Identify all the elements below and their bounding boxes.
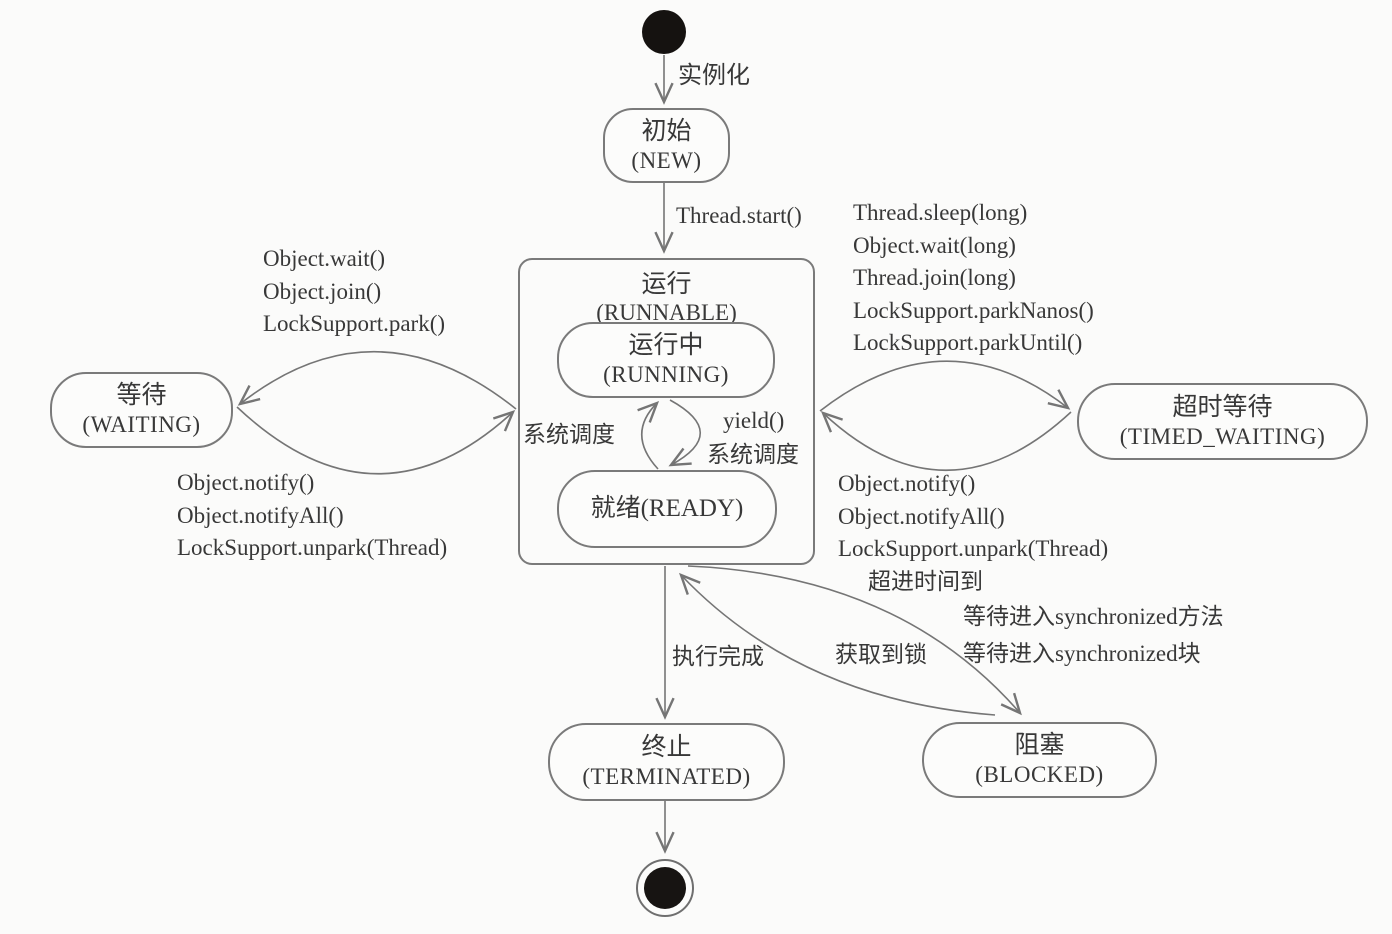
edge-runnable-to-blocked [687,565,1022,716]
edge-label-line: Object.notifyAll() [838,503,1005,529]
edge-label-line: Object.notifyAll() [177,502,344,528]
edge-ready-to-running [637,400,660,470]
state-new: 初始 (NEW) [603,108,730,183]
state-timed-waiting: 超时等待 (TIMED_WAITING) [1077,383,1368,460]
edge-label-line: Object.join() [263,278,382,304]
edge-label-to-blocked: 等待进入synchronized方法 等待进入synchronized块 [963,598,1224,672]
state-waiting-name: 等待 [116,382,167,409]
state-runnable-name: 运行 [641,271,692,298]
edge-label-timeout-reached: 超进时间到 [868,568,983,594]
edge-label-scheduler-left: 系统调度 [523,422,615,447]
edge-label-line: LockSupport.parkUntil() [853,330,1083,355]
state-running: 运行中 (RUNNING) [557,322,775,398]
edge-label-line: Object.wait() [263,246,385,271]
state-blocked: 阻塞 (BLOCKED) [922,722,1157,798]
edge-label-to-waiting: Object.wait() Object.join() LockSupport.… [263,243,445,341]
edge-label-line: LockSupport.park() [263,311,446,336]
state-new-code: (NEW) [631,147,702,173]
state-ready-label: 就绪(READY) [590,495,744,523]
state-new-name: 初始 [641,117,692,145]
edge-label-line: Object.notify() [838,471,976,496]
edge-runnable-to-waiting [237,350,517,410]
state-timed-waiting-code: (TIMED_WAITING) [1119,423,1326,449]
state-waiting-code: (WAITING) [82,412,201,438]
state-running-code: (RUNNING) [603,362,729,388]
state-blocked-name: 阻塞 [1014,732,1065,759]
state-waiting: 等待 (WAITING) [50,372,233,448]
edge-blocked-to-runnable [678,572,996,716]
edge-label-execution-complete: 执行完成 [672,644,764,669]
edge-label-from-waiting: Object.notify() Object.notifyAll() LockS… [177,467,447,565]
state-blocked-code: (BLOCKED) [975,762,1104,788]
edge-label-line: Thread.join(long) [853,265,1016,290]
edge-timed-waiting-to-runnable [820,411,1072,472]
edge-running-to-ready [668,399,701,467]
state-ready: 就绪(READY) [557,470,777,548]
edge-label-line: Object.notify() [177,470,315,495]
edge-label-line: LockSupport.unpark(Thread) [838,536,1109,561]
edge-label-yield: yield() [723,408,785,433]
edge-waiting-to-runnable [236,406,516,475]
edge-label-line: Thread.sleep(long) [853,200,1028,225]
state-terminated: 终止 (TERMINATED) [548,723,785,801]
edge-label-from-timed-waiting: Object.notify() Object.notifyAll() LockS… [838,468,1108,598]
edge-label-line: LockSupport.unpark(Thread) [177,535,448,560]
state-runnable-composite: 运行 (RUNNABLE) [518,258,815,565]
edge-label-line: 等待进入synchronized块 [963,641,1201,666]
state-running-name: 运行中 [628,332,704,359]
state-timed-waiting-name: 超时等待 [1172,393,1273,421]
edge-runnable-to-timed-waiting [819,360,1071,412]
state-terminated-code: (TERMINATED) [582,764,751,790]
edge-label-thread-start: Thread.start() [676,203,802,228]
final-state-inner-dot [644,867,686,909]
edge-label-line: 等待进入synchronized方法 [963,604,1224,629]
edge-label-acquire-lock: 获取到锁 [835,642,927,667]
state-runnable-code: (RUNNABLE) [596,300,737,325]
edge-label-scheduler-right: 系统调度 [707,442,799,467]
edge-label-instantiate: 实例化 [678,63,750,89]
edge-label-line: Object.wait(long) [853,232,1016,258]
initial-state-icon [642,10,686,54]
edge-label-to-timed-waiting: Thread.sleep(long) Object.wait(long) Thr… [853,197,1094,360]
edge-label-line: LockSupport.parkNanos() [853,297,1094,323]
state-terminated-name: 终止 [641,734,692,761]
